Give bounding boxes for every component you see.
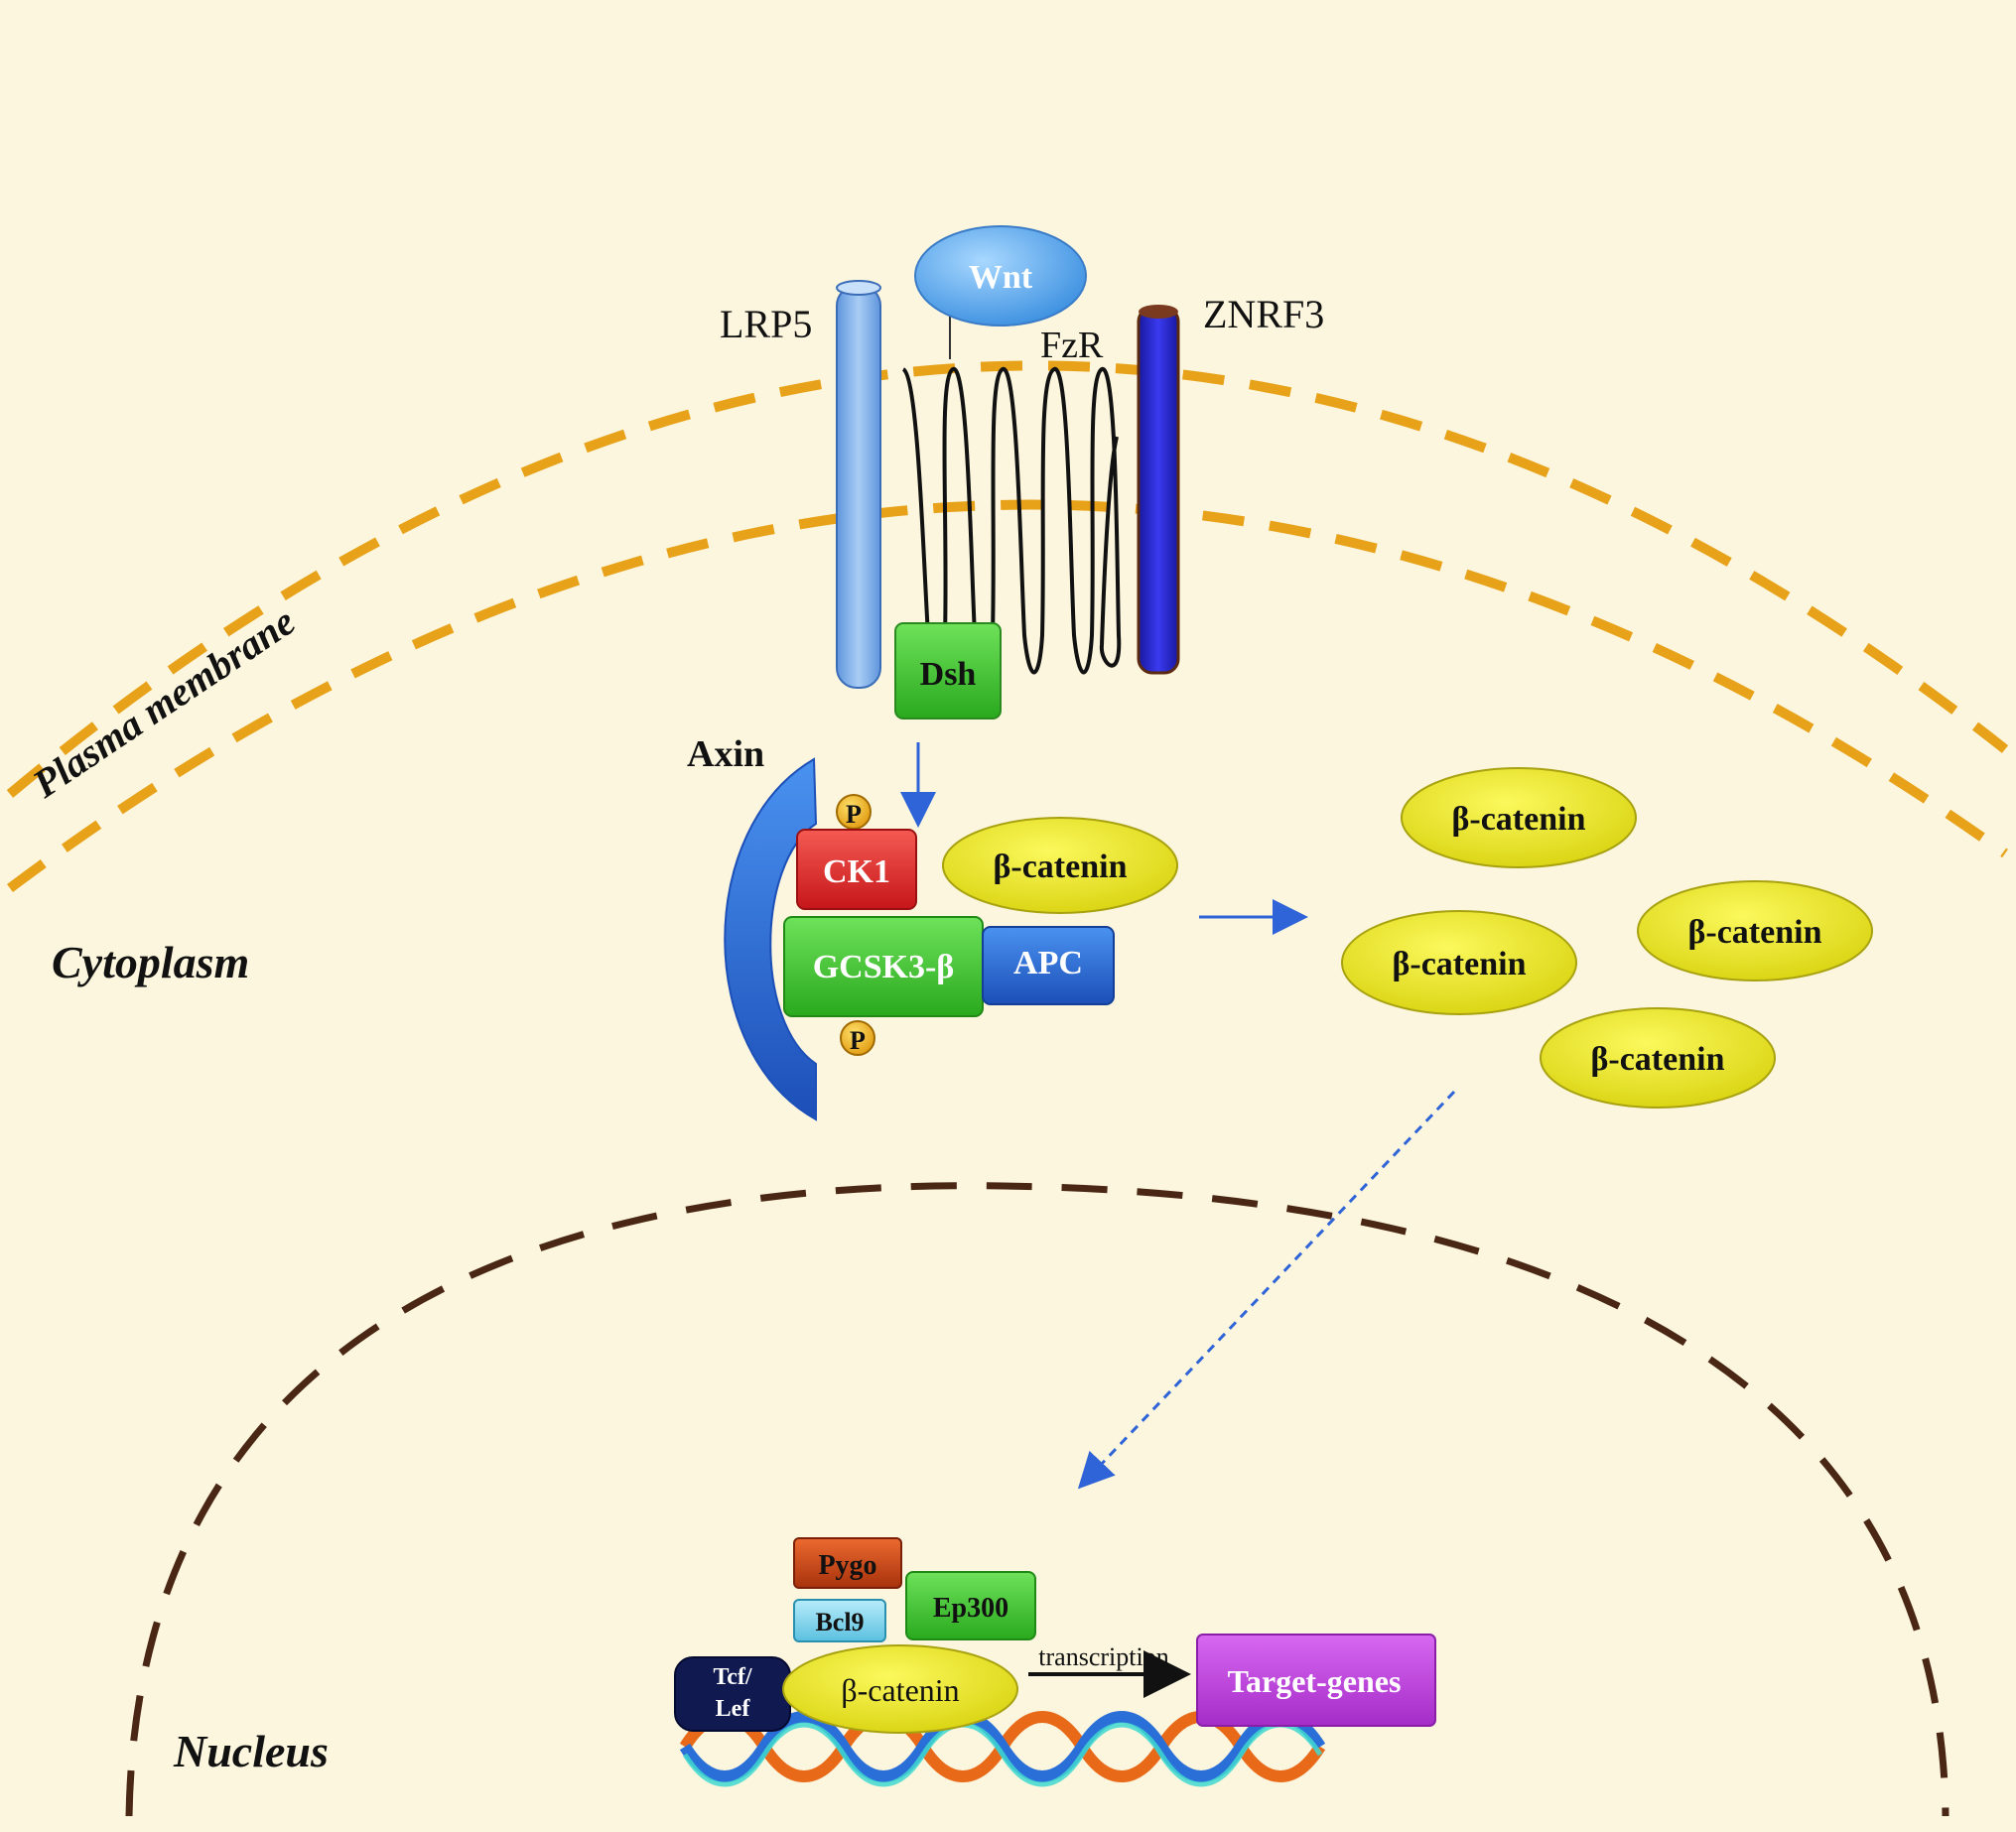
dsh-label: Dsh xyxy=(920,656,977,693)
plasma-membrane-outer xyxy=(6,360,2009,798)
axin-scaffold xyxy=(724,757,818,1121)
pygo-label: Pygo xyxy=(818,1550,876,1581)
phospho-bottom-label: P xyxy=(850,1026,866,1055)
bound-beta-catenin-label: β-catenin xyxy=(993,849,1127,885)
lrp5-label: LRP5 xyxy=(720,302,812,346)
bcl9-label: Bcl9 xyxy=(815,1608,864,1636)
fzr-label: FzR xyxy=(1040,325,1104,366)
znrf3-receptor xyxy=(1137,305,1180,675)
free-beta-catenin-2 xyxy=(1341,910,1577,1015)
bcl9-protein xyxy=(793,1599,886,1642)
nucleus-label: Nucleus xyxy=(173,1726,329,1776)
ep300-protein xyxy=(905,1571,1036,1640)
bound-beta-catenin xyxy=(942,817,1178,914)
phospho-bottom-icon xyxy=(840,1020,875,1056)
ep300-label: Ep300 xyxy=(933,1593,1008,1624)
nuclear-beta-catenin-label: β-catenin xyxy=(841,1672,959,1708)
nuclear-beta-catenin xyxy=(782,1644,1018,1734)
transcription-label: transcription xyxy=(1038,1642,1168,1671)
wnt-ligand xyxy=(914,225,1087,327)
dsh-protein xyxy=(894,622,1002,720)
pygo-protein xyxy=(793,1537,902,1589)
cytoplasm-label: Cytoplasm xyxy=(52,937,249,987)
target-genes-label: Target-genes xyxy=(1228,1663,1402,1699)
lef-label: Lef xyxy=(716,1696,751,1722)
free-beta-catenin-3-label: β-catenin xyxy=(1687,914,1821,951)
ck1-label: CK1 xyxy=(823,853,890,890)
fzr-receptor xyxy=(901,366,1122,675)
nuclear-translocation-arrow xyxy=(1077,1090,1456,1490)
free-beta-catenin-3 xyxy=(1637,880,1873,981)
axin-label: Axin xyxy=(687,733,764,775)
gsk3b-label: GCSK3-β xyxy=(813,949,955,985)
tcf-label: Tcf/ xyxy=(713,1664,751,1690)
plasma-membrane-inner xyxy=(6,499,2008,892)
znrf3-label: ZNRF3 xyxy=(1203,292,1324,336)
phospho-top-label: P xyxy=(846,800,862,829)
ck1-kinase xyxy=(796,829,917,910)
free-beta-catenin-4-label: β-catenin xyxy=(1590,1041,1724,1078)
apc-label: APC xyxy=(1013,945,1083,981)
free-beta-catenin-1 xyxy=(1401,767,1637,868)
free-beta-catenin-2-label: β-catenin xyxy=(1392,946,1526,982)
free-beta-catenin-1-label: β-catenin xyxy=(1451,801,1585,838)
target-genes-box xyxy=(1196,1634,1436,1727)
free-beta-catenin-4 xyxy=(1540,1007,1776,1109)
lrp5-receptor xyxy=(836,280,881,689)
nuclear-envelope xyxy=(125,1182,1949,1817)
wnt-label: Wnt xyxy=(969,259,1033,296)
apc-protein xyxy=(982,926,1115,1005)
plasma-membrane-label: Plasma membrane xyxy=(24,598,303,807)
